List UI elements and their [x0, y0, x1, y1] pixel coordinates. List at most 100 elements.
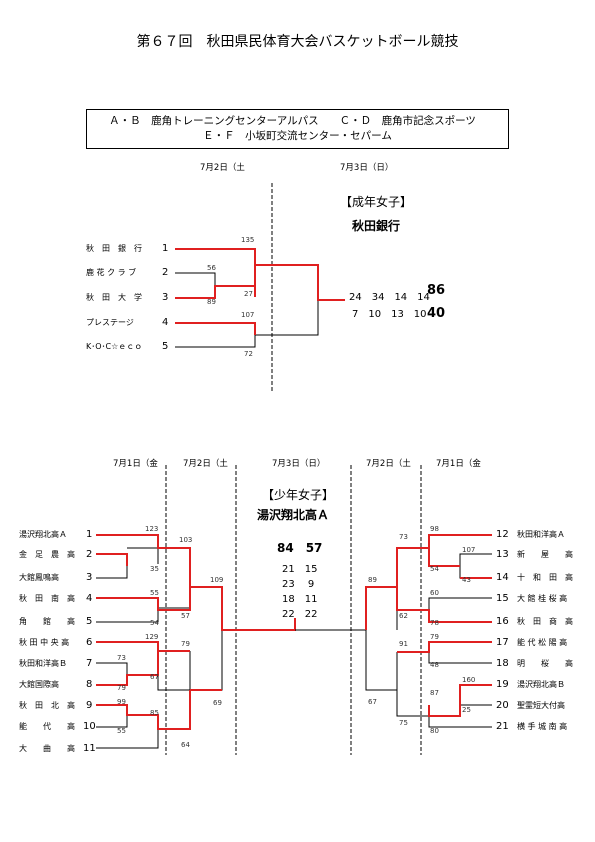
youth-score: 43	[462, 576, 471, 584]
youth-score: 79	[430, 633, 439, 641]
adult-score: 56	[207, 264, 216, 272]
youth-right-team-13-num: 13	[496, 549, 509, 560]
youth-score: 60	[430, 589, 439, 597]
youth-right-team-21-num: 21	[496, 721, 509, 732]
adult-final-quarters-top: 24 34 14 14	[349, 292, 430, 303]
youth-right-team-15: 大 館 桂 桜 高	[517, 594, 568, 603]
page-title: 第６７回 秋田県民体育大会バスケットボール競技	[136, 34, 459, 50]
youth-right-team-17-num: 17	[496, 637, 509, 648]
youth-left-team-5-num: 5	[86, 616, 93, 627]
youth-right-red	[365, 534, 492, 717]
youth-left-team-5: 角 館 高	[19, 617, 75, 626]
youth-left-team-3: 大館鳳鳴高	[19, 573, 59, 582]
youth-right-team-20-num: 20	[496, 700, 509, 711]
adult-team-1-num: 1	[162, 243, 169, 254]
youth-score: 75	[399, 719, 408, 727]
adult-score: 27	[244, 290, 253, 298]
adult-black-lines	[175, 272, 319, 348]
youth-score: 55	[150, 589, 159, 597]
youth-score: 79	[117, 684, 126, 692]
adult-team-4: プレステージ	[86, 318, 134, 327]
youth-left-team-1-num: 1	[86, 529, 93, 540]
youth-right-team-17: 能 代 松 陽 高	[517, 638, 568, 647]
youth-score: 35	[150, 565, 159, 573]
youth-score: 80	[430, 727, 439, 735]
youth-score: 64	[181, 741, 190, 749]
youth-left-team-6: 秋 田 中 央 高	[19, 638, 70, 647]
adult-score: 135	[241, 236, 255, 244]
youth-date-left-1: 7月1日（金	[113, 459, 158, 469]
youth-date-left-2: 7月2日（土	[183, 459, 228, 469]
venue-line-1: Ａ・Ｂ 鹿角トレーニングセンターアルパス Ｃ・Ｄ 鹿角市記念スポーツ	[109, 115, 476, 127]
youth-right-team-16: 秋 田 商 高	[517, 617, 573, 626]
adult-team-3: 秋 田 大 学	[86, 293, 142, 302]
adult-team-1: 秋 田 銀 行	[86, 244, 142, 253]
youth-score: 48	[430, 661, 439, 669]
youth-score: 91	[399, 640, 408, 648]
youth-score: 57	[181, 612, 190, 620]
adult-team-4-num: 4	[162, 317, 169, 328]
adult-team-2-num: 2	[162, 267, 169, 278]
youth-left-team-6-num: 6	[86, 637, 93, 648]
adult-final-quarters-bottom: 7 10 13 10	[352, 309, 427, 320]
youth-score: 73	[117, 654, 126, 662]
youth-score: 54	[150, 619, 159, 627]
adult-red-lines	[175, 248, 345, 335]
youth-left-team-9-num: 9	[86, 700, 93, 711]
youth-final-q2: 23 9	[282, 579, 315, 590]
youth-champion: 湯沢翔北高Ａ	[257, 508, 330, 522]
youth-right-team-14-num: 14	[496, 572, 509, 583]
youth-left-red	[96, 534, 296, 730]
adult-champion: 秋田銀行	[352, 219, 401, 233]
youth-score: 25	[462, 706, 471, 714]
adult-date-day1: 7月2日（土	[200, 163, 245, 173]
youth-score: 78	[430, 619, 439, 627]
youth-score: 67	[150, 673, 159, 681]
adult-category: 【成年女子】	[340, 195, 413, 209]
youth-score: 67	[368, 698, 377, 706]
youth-category: 【少年女子】	[262, 488, 335, 502]
youth-score: 160	[462, 676, 476, 684]
adult-score: 107	[241, 311, 255, 319]
adult-date-day2: 7月3日（日）	[340, 163, 394, 173]
youth-right-team-14: 十 和 田 高	[517, 573, 573, 582]
youth-left-team-2-num: 2	[86, 549, 93, 560]
youth-score: 85	[150, 709, 159, 717]
youth-final-q3: 18 11	[282, 594, 318, 605]
youth-left-team-8: 大館国際高	[19, 680, 59, 689]
youth-final-total: 84 57	[277, 541, 323, 555]
venue-line-2: Ｅ・Ｆ 小坂町交流センター・セパーム	[203, 130, 392, 142]
adult-score: 89	[207, 298, 216, 306]
youth-score: 54	[430, 565, 439, 573]
adult-final-total-top: 86	[427, 283, 446, 298]
adult-team-2: 鹿 花 ク ラ ブ	[86, 268, 137, 277]
youth-left-team-4: 秋 田 南 高	[19, 594, 75, 603]
youth-left-team-10-num: 10	[83, 721, 96, 732]
youth-score: 73	[399, 533, 408, 541]
youth-final-q4: 22 22	[282, 609, 318, 620]
youth-score: 69	[213, 699, 222, 707]
youth-score: 103	[179, 536, 193, 544]
youth-score: 89	[368, 576, 377, 584]
youth-left-team-7: 秋田和洋高Ｂ	[19, 659, 67, 668]
youth-score: 129	[145, 633, 159, 641]
youth-right-team-12: 秋田和洋高Ａ	[517, 530, 565, 539]
youth-right-team-21: 横 手 城 南 高	[517, 722, 568, 731]
youth-left-team-7-num: 7	[86, 658, 93, 669]
youth-score: 79	[181, 640, 190, 648]
youth-left-team-11: 大 曲 高	[19, 744, 75, 753]
youth-left-team-9: 秋 田 北 高	[19, 701, 75, 710]
youth-right-team-13: 新 屋 高	[517, 550, 573, 559]
venue-box: Ａ・Ｂ 鹿角トレーニングセンターアルパス Ｃ・Ｄ 鹿角市記念スポーツ Ｅ・Ｆ 小…	[86, 109, 509, 149]
youth-right-team-12-num: 12	[496, 529, 509, 540]
youth-right-black	[365, 553, 492, 728]
youth-right-team-19: 湯沢翔北高Ｂ	[517, 680, 565, 689]
youth-score: 62	[399, 612, 408, 620]
adult-score: 72	[244, 350, 253, 358]
youth-score: 109	[210, 576, 224, 584]
adult-team-3-num: 3	[162, 292, 169, 303]
youth-right-team-18-num: 18	[496, 658, 509, 669]
youth-left-team-11-num: 11	[83, 743, 96, 754]
youth-date-right-1: 7月2日（土	[366, 459, 411, 469]
